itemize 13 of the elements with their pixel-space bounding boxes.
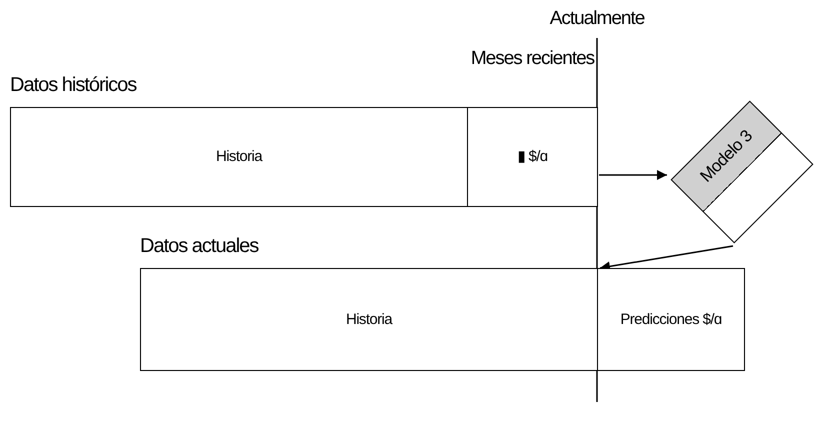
segment-text: Historia — [344, 310, 394, 330]
segment-text: Historia — [214, 147, 264, 167]
data-segment-box — [467, 107, 598, 207]
data-segment-box — [140, 268, 598, 371]
section-heading: Meses recientes — [470, 47, 596, 71]
arrow — [599, 170, 667, 180]
segment-text: Predicciones $/ɑ — [619, 310, 723, 330]
segment-text: ▮ $/ɑ — [516, 147, 549, 167]
section-heading: Datos históricos — [10, 73, 136, 97]
time-marker-label: Actualmente — [550, 8, 644, 31]
data-segment-box — [10, 107, 468, 207]
data-segment-box — [597, 268, 745, 371]
section-heading: Datos actuales — [140, 234, 258, 258]
